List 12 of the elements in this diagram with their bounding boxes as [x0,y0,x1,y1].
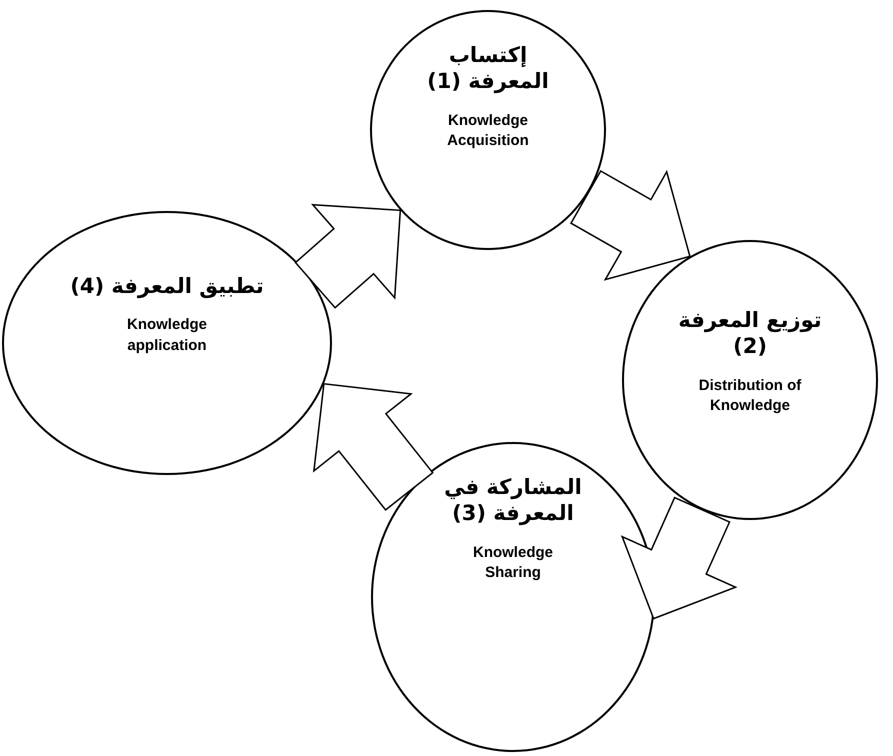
arabic-stage-title: المشاركة في المعرفة (3) [443,474,583,526]
arabic-stage-title: توزيع المعرفة (2) [677,307,823,360]
english-stage-title: Knowledge Sharing [472,542,554,584]
block-arrow [294,204,402,308]
block-arrow [312,382,434,511]
english-stage-title: Knowledge Acquisition [446,110,530,152]
block-arrow [620,496,738,620]
arabic-stage-title: تطبيق المعرفة (4) [69,273,265,300]
block-arrow [570,170,691,281]
english-stage-title: Knowledge application [126,315,208,356]
english-stage-title: Distribution of Knowledge [698,376,802,416]
arabic-stage-title: إكتساب المعرفة (1) [426,42,550,94]
